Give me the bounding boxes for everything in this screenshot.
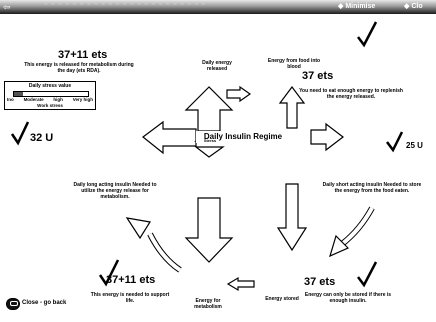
minimise-icon: ◆ bbox=[338, 3, 346, 10]
curved-arrow-bottom-right-inner bbox=[340, 207, 374, 246]
insulin-regime-label: Daily Insulin Regime bbox=[196, 131, 290, 143]
stress-slider-fill bbox=[14, 92, 23, 96]
bottom-right-text: Energy can only be stored if there is en… bbox=[304, 292, 392, 304]
minimise-button[interactable]: ◆ Minimise bbox=[338, 2, 375, 12]
energy-from-food: Energy from food into blood bbox=[267, 58, 321, 70]
close-window-button[interactable]: ◆ Clo bbox=[404, 2, 423, 12]
stress-option[interactable]: Moderate bbox=[23, 97, 44, 102]
bottom-connector-arrow bbox=[226, 276, 255, 292]
window-title-bar: ⇦ ~ ~ ~ ~ ~ ~ ~ ~ ~ ~ ~ ~ ~ ~ ~ ~ ~ ~ ~ … bbox=[0, 0, 436, 14]
window-title: ~ ~ ~ ~ ~ ~ ~ ~ ~ ~ ~ ~ ~ ~ ~ ~ ~ ~ ~ ~ … bbox=[44, 2, 207, 8]
curved-arrow-bottom-left-inner bbox=[148, 233, 182, 272]
minimise-label: Minimise bbox=[345, 3, 376, 10]
left-units: 32 U bbox=[30, 132, 54, 144]
top-connector-arrow bbox=[226, 85, 252, 103]
down-arrow-left bbox=[184, 197, 234, 263]
top-right-amount: 37 ets bbox=[302, 70, 334, 82]
stress-slider[interactable] bbox=[13, 91, 89, 97]
energy-for-metabolism: Energy for metabolism bbox=[194, 298, 222, 310]
stress-option[interactable]: Ino bbox=[7, 97, 14, 102]
check-icon-right bbox=[386, 131, 404, 153]
curved-arrow-bottom-left-head bbox=[125, 217, 151, 240]
stress-option[interactable]: high bbox=[53, 97, 63, 102]
bottom-left-amount: 37+11 ets bbox=[106, 274, 156, 286]
up-arrow-right bbox=[278, 86, 306, 129]
close-window-icon: ◆ bbox=[404, 3, 412, 10]
bottom-left-text: This energy is needed to support life. bbox=[90, 292, 170, 304]
top-left-text: This energy is released for metabolism d… bbox=[24, 62, 134, 74]
stress-selector[interactable]: Daily stress value Ino Moderate high Ver… bbox=[4, 81, 96, 110]
stress-selector-title: Daily stress value bbox=[28, 83, 72, 89]
close-go-back-button[interactable] bbox=[6, 298, 20, 310]
curved-arrow-bottom-right-head bbox=[329, 234, 350, 258]
up-arrow-left bbox=[184, 86, 234, 132]
top-right-text: You need to eat enough energy to repleni… bbox=[299, 88, 403, 100]
back-arrow-icon[interactable]: ⇦ bbox=[3, 2, 11, 12]
stress-selector-subtitle: Work stress bbox=[37, 103, 63, 108]
long-acting-insulin-text: Daily long acting insulin Needed to util… bbox=[73, 182, 157, 200]
short-acting-insulin-text: Daily short acting insulin Needed to sto… bbox=[322, 182, 422, 194]
top-left-amount: 37+11 ets bbox=[58, 49, 108, 61]
left-arrow bbox=[142, 120, 197, 155]
stress-tag: Stress bbox=[203, 138, 217, 143]
check-icon-left bbox=[10, 121, 30, 146]
right-arrow bbox=[310, 122, 344, 152]
check-icon-bottom-right bbox=[357, 261, 378, 288]
stress-tag-bottom bbox=[194, 146, 225, 158]
energy-stored: Energy stored bbox=[265, 296, 299, 302]
check-icon-top-right bbox=[357, 21, 378, 48]
close-go-back-label[interactable]: Close - go back bbox=[22, 300, 67, 306]
down-arrow-right bbox=[276, 183, 308, 252]
daily-energy-released: Daily energy released bbox=[202, 60, 232, 72]
stress-options: Ino Moderate high Very high bbox=[7, 97, 93, 102]
stress-option[interactable]: Very high bbox=[72, 97, 93, 102]
close-window-label: Clo bbox=[411, 3, 423, 10]
check-icon-bottom-left bbox=[98, 259, 120, 287]
right-units: 25 U bbox=[406, 141, 423, 150]
bottom-right-amount: 37 ets bbox=[304, 276, 336, 288]
